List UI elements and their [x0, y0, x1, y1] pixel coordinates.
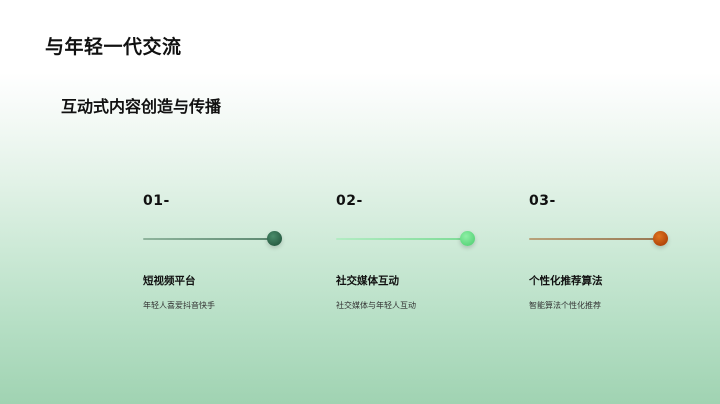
step-item-1: 01- 短视频平台 年轻人喜爱抖音快手 — [143, 193, 293, 323]
step-item-3: 03- 个性化推荐算法 智能算法个性化推荐 — [529, 193, 679, 323]
slide-title: 与年轻一代交流 — [45, 36, 182, 58]
step-item-2: 02- 社交媒体互动 社交媒体与年轻人互动 — [336, 193, 486, 323]
step-number: 01- — [143, 193, 170, 209]
step-heading: 短视频平台 — [143, 275, 196, 287]
step-line — [336, 238, 462, 240]
step-heading: 个性化推荐算法 — [529, 275, 603, 287]
step-line — [529, 238, 655, 240]
circle-marker-icon — [653, 231, 668, 246]
circle-marker-icon — [267, 231, 282, 246]
circle-marker-icon — [460, 231, 475, 246]
step-number: 02- — [336, 193, 363, 209]
step-heading: 社交媒体互动 — [336, 275, 399, 287]
step-description: 社交媒体与年轻人互动 — [336, 301, 416, 310]
step-number: 03- — [529, 193, 556, 209]
slide-subtitle: 互动式内容创造与传播 — [61, 97, 222, 116]
step-description: 年轻人喜爱抖音快手 — [143, 301, 215, 310]
step-line — [143, 238, 269, 240]
step-description: 智能算法个性化推荐 — [529, 301, 601, 310]
